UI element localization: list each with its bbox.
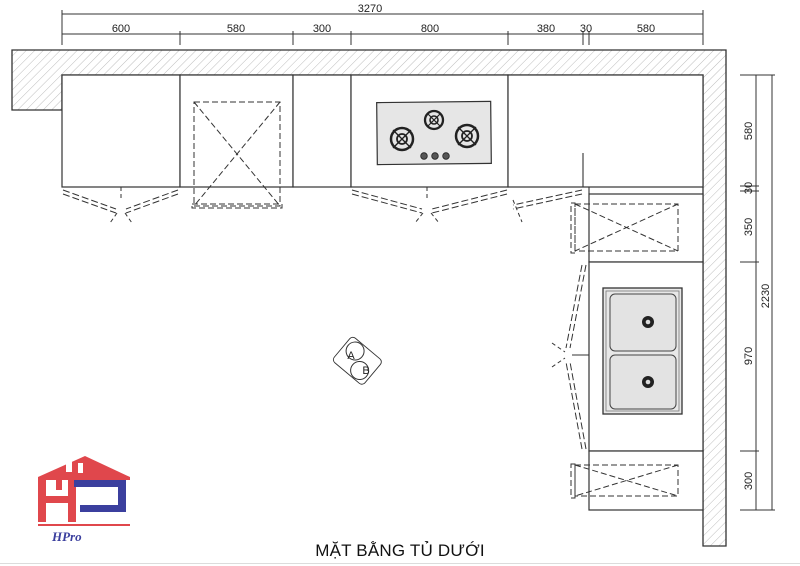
dim-right-seg-3: 350 — [743, 218, 755, 236]
dim-right-seg-4: 970 — [743, 347, 755, 365]
drawer-outline-top — [191, 101, 283, 209]
cabinet-300-drawer[interactable] — [588, 450, 704, 511]
view-marker-b-label: B — [362, 365, 369, 377]
dim-top-seg-7: 580 — [637, 23, 655, 35]
gas-hob-icon — [376, 100, 492, 166]
drawer-outline-right-2 — [570, 463, 679, 499]
door-swings-right — [551, 264, 587, 450]
dim-right-seg-2: 30 — [743, 182, 755, 194]
dim-right-seg-1: 580 — [743, 122, 755, 140]
view-marker-a[interactable] — [342, 338, 367, 363]
view-marker-b[interactable] — [347, 358, 372, 383]
dim-top-seg-2: 580 — [227, 23, 245, 35]
dim-top-seg-3: 300 — [313, 23, 331, 35]
drawer-outline-right-1 — [570, 202, 679, 254]
cabinet-300[interactable] — [292, 74, 352, 188]
dim-top-total: 3270 — [358, 3, 382, 15]
dim-right-total: 2230 — [760, 284, 772, 308]
right-dimensions — [740, 74, 775, 511]
dim-top-seg-5: 380 — [537, 23, 555, 35]
top-cabinet-run — [61, 74, 704, 188]
logo-roof — [38, 456, 130, 480]
top-dimensions — [61, 10, 704, 45]
dim-top-seg-1: 600 — [112, 23, 130, 35]
cabinet-600[interactable] — [61, 74, 181, 188]
double-sink-icon — [602, 287, 683, 415]
logo-text: HPro — [51, 529, 82, 544]
door-swing-ticks-top — [109, 187, 523, 224]
drawing-title: MẶT BẰNG TỦ DƯỚI — [315, 541, 485, 560]
bottom-divider — [0, 563, 800, 564]
cabinet-380-corner[interactable] — [507, 74, 704, 188]
door-swings-top — [62, 189, 583, 214]
section-view-markers — [332, 336, 382, 385]
cabinet-580-drawer[interactable] — [179, 74, 294, 188]
view-marker-a-label: A — [347, 350, 355, 362]
dim-right-seg-5: 300 — [743, 472, 755, 490]
dim-top-seg-6: 30 — [580, 23, 592, 35]
dim-top-seg-4: 800 — [421, 23, 439, 35]
company-logo: HPro — [38, 456, 130, 544]
